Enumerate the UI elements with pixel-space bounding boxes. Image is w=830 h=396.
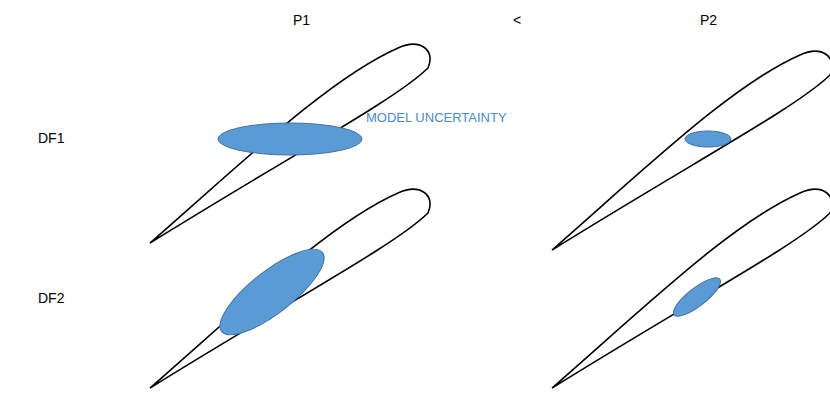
row-heading: DF2 bbox=[38, 290, 64, 307]
uncertainty-ellipse bbox=[209, 236, 336, 348]
column-heading: P2 bbox=[700, 12, 717, 29]
comparison-sign: < bbox=[513, 12, 521, 29]
uncertainty-ellipse bbox=[669, 272, 726, 322]
uncertainty-ellipse bbox=[218, 123, 362, 155]
airfoil-outline bbox=[552, 189, 830, 388]
column-heading: P1 bbox=[293, 12, 310, 29]
annotation-label: MODEL UNCERTAINTY bbox=[366, 110, 507, 126]
uncertainty-ellipse bbox=[685, 131, 731, 147]
row-heading: DF1 bbox=[38, 130, 64, 147]
airfoil-outline bbox=[150, 189, 430, 388]
